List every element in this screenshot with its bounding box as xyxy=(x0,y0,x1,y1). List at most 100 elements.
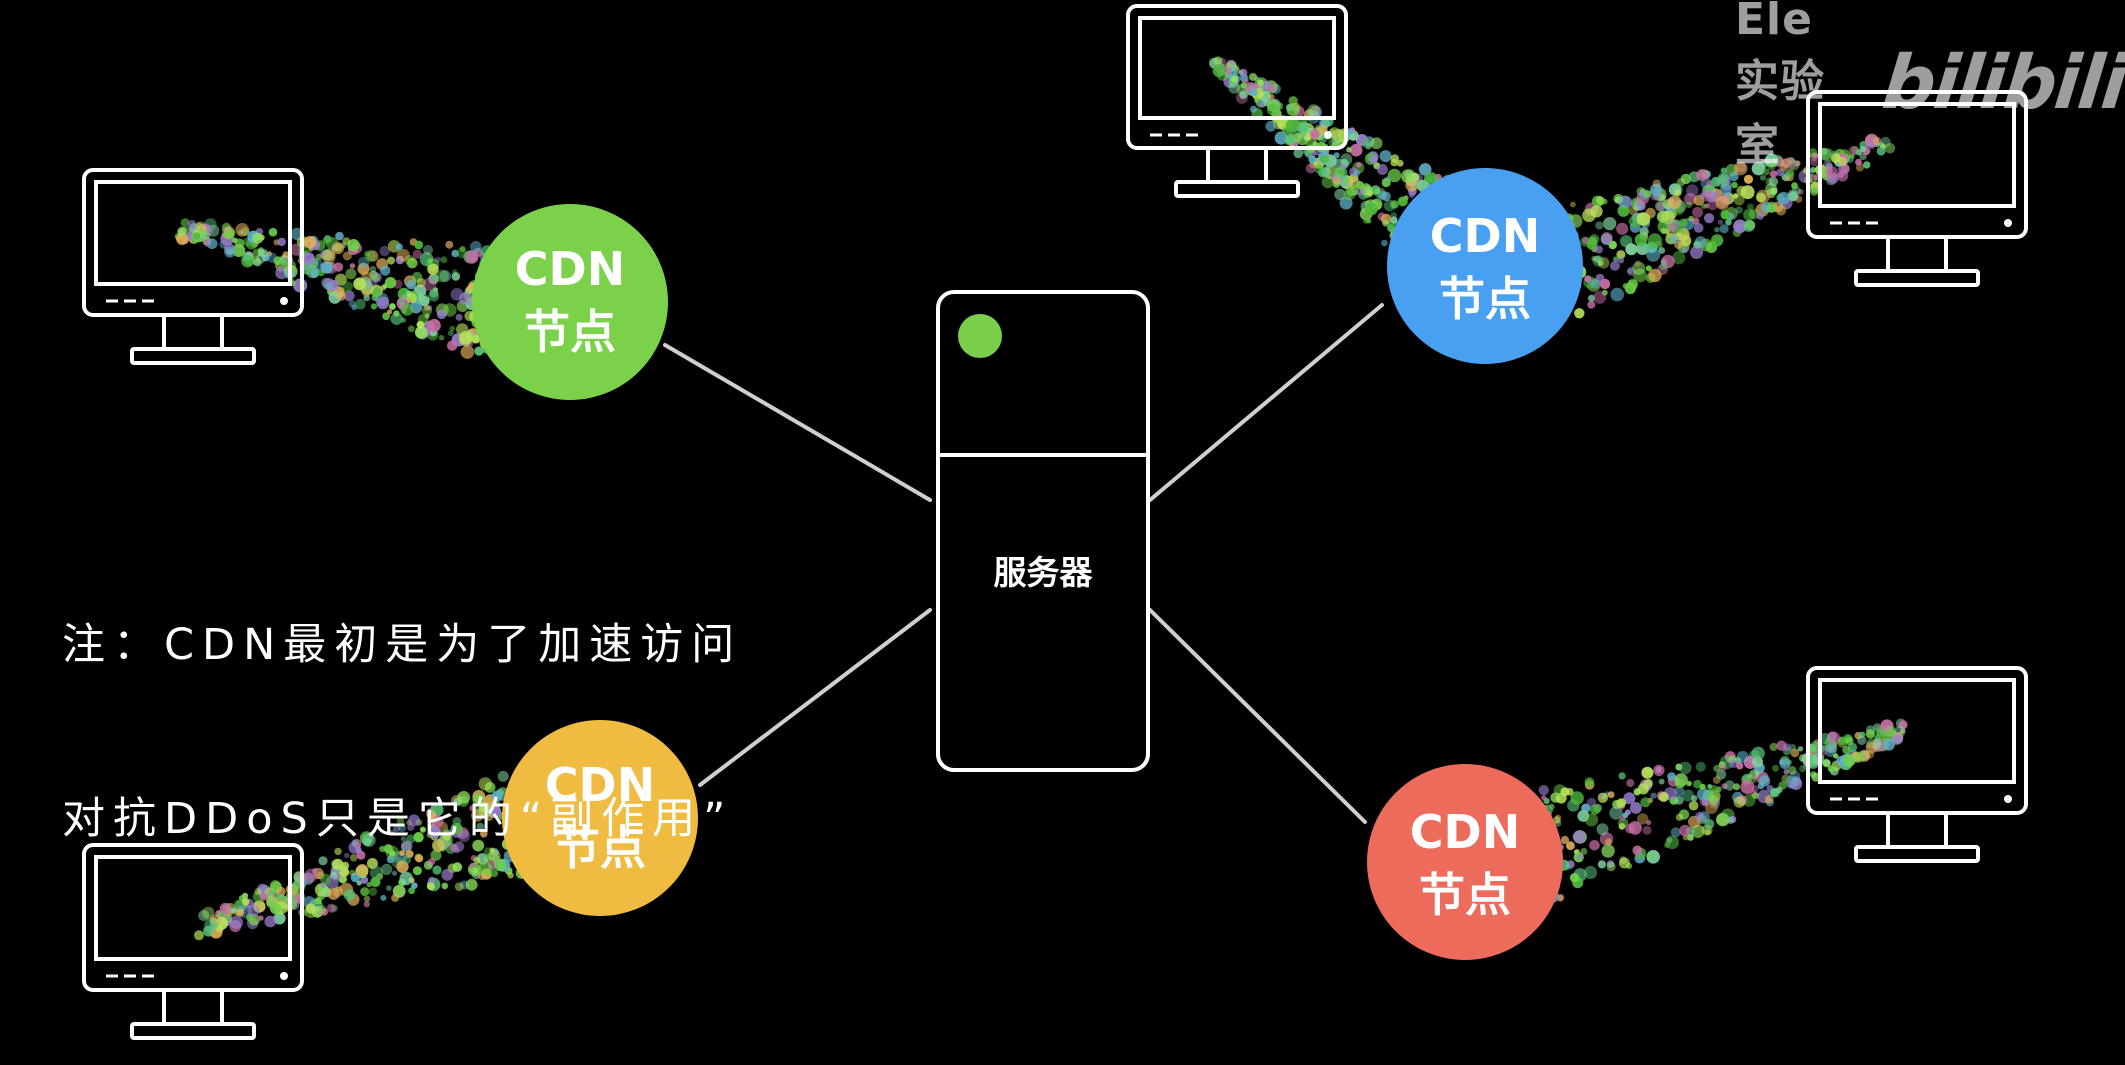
traffic-particle xyxy=(206,238,218,250)
traffic-particle xyxy=(1401,169,1415,184)
link-top-left xyxy=(663,343,932,502)
traffic-particle xyxy=(1822,759,1831,768)
monitor-bottom-left xyxy=(82,843,304,1040)
traffic-particle xyxy=(479,801,490,813)
traffic-particle xyxy=(1396,159,1404,167)
traffic-particle xyxy=(273,912,286,925)
traffic-particle xyxy=(1872,136,1882,146)
traffic-particle xyxy=(489,847,495,853)
traffic-particle xyxy=(436,309,447,320)
traffic-particle xyxy=(438,334,445,341)
traffic-particle xyxy=(1658,247,1666,254)
traffic-particle xyxy=(1781,158,1792,168)
monitor-top-right-a xyxy=(1126,4,1348,198)
traffic-particle xyxy=(1356,162,1362,168)
traffic-particle xyxy=(396,248,410,262)
traffic-particle xyxy=(1667,195,1682,210)
traffic-particle xyxy=(1307,104,1320,117)
traffic-particle xyxy=(1213,56,1223,66)
traffic-particle xyxy=(1610,287,1624,302)
server-status-light xyxy=(958,314,1002,358)
traffic-particle xyxy=(1688,800,1699,811)
traffic-particle xyxy=(1714,227,1720,233)
traffic-particle xyxy=(1616,798,1626,808)
traffic-particle xyxy=(320,873,332,885)
traffic-particle xyxy=(1720,209,1731,220)
watermark: Ele实验室 bilibili xyxy=(1735,0,2125,171)
traffic-particle xyxy=(412,249,422,259)
traffic-particle xyxy=(1855,751,1866,763)
traffic-particle xyxy=(1855,158,1862,166)
traffic-particle xyxy=(428,876,436,884)
traffic-particle xyxy=(453,841,465,852)
traffic-particle xyxy=(1736,750,1749,764)
traffic-particle xyxy=(1239,89,1249,99)
traffic-particle xyxy=(241,897,250,906)
traffic-particle xyxy=(289,243,303,256)
traffic-particle xyxy=(473,856,481,864)
traffic-particle xyxy=(406,834,416,844)
traffic-particle xyxy=(318,856,328,866)
cdn-node-label: CDN xyxy=(545,758,655,812)
traffic-particle xyxy=(1885,725,1897,737)
traffic-particle xyxy=(280,257,290,268)
traffic-particle xyxy=(1736,762,1744,770)
traffic-particle xyxy=(361,833,376,847)
traffic-particle xyxy=(1715,175,1728,188)
traffic-particle xyxy=(450,822,463,835)
traffic-particle xyxy=(1760,174,1766,181)
traffic-particle xyxy=(1799,765,1806,773)
traffic-particle xyxy=(1597,860,1606,869)
server: 服务器 xyxy=(936,290,1150,772)
traffic-particle xyxy=(1586,239,1598,250)
traffic-particle xyxy=(395,243,403,251)
traffic-particle xyxy=(1693,222,1704,233)
traffic-particle xyxy=(393,824,401,832)
traffic-particle xyxy=(1865,729,1876,739)
traffic-particle xyxy=(1709,795,1720,806)
cdn-node-top-left: CDN 节点 xyxy=(472,204,668,400)
traffic-particle xyxy=(1284,134,1296,145)
traffic-particle xyxy=(1821,148,1835,162)
traffic-particle xyxy=(269,880,281,892)
traffic-particle xyxy=(233,899,244,910)
traffic-particle xyxy=(1584,777,1595,787)
traffic-particle xyxy=(432,865,442,875)
traffic-particle xyxy=(1632,845,1643,856)
cdn-node-label: CDN xyxy=(515,242,625,296)
traffic-particle xyxy=(1309,129,1320,140)
traffic-particle xyxy=(427,258,433,264)
traffic-particle xyxy=(270,903,282,915)
traffic-particle xyxy=(1669,234,1680,245)
traffic-particle xyxy=(259,892,268,901)
traffic-particle xyxy=(1866,140,1876,150)
traffic-particle xyxy=(1742,219,1755,232)
traffic-particle xyxy=(402,855,412,864)
traffic-particle xyxy=(347,239,360,252)
bilibili-logo-icon: bilibili xyxy=(1878,40,2125,126)
traffic-particle xyxy=(1623,792,1636,805)
traffic-particle xyxy=(1682,835,1689,841)
traffic-particle xyxy=(380,265,391,276)
traffic-particle xyxy=(1566,788,1574,796)
traffic-particle xyxy=(1369,155,1378,164)
traffic-particle xyxy=(180,218,190,228)
traffic-particle xyxy=(1836,170,1849,182)
traffic-particle xyxy=(320,261,333,274)
traffic-particle xyxy=(1604,838,1613,846)
traffic-particle xyxy=(317,905,327,914)
traffic-particle xyxy=(411,882,418,889)
traffic-particle xyxy=(432,839,445,852)
traffic-particle xyxy=(1764,795,1774,804)
traffic-particle xyxy=(1577,854,1583,860)
traffic-particle xyxy=(1731,181,1738,189)
traffic-particle xyxy=(1340,153,1353,166)
traffic-particle xyxy=(204,918,218,933)
traffic-particle xyxy=(1863,161,1871,169)
traffic-particle xyxy=(456,323,469,336)
traffic-particle xyxy=(1636,212,1651,226)
traffic-particle xyxy=(426,882,435,891)
traffic-particle xyxy=(490,869,499,878)
traffic-particle xyxy=(1769,170,1778,178)
traffic-particle xyxy=(447,330,454,337)
